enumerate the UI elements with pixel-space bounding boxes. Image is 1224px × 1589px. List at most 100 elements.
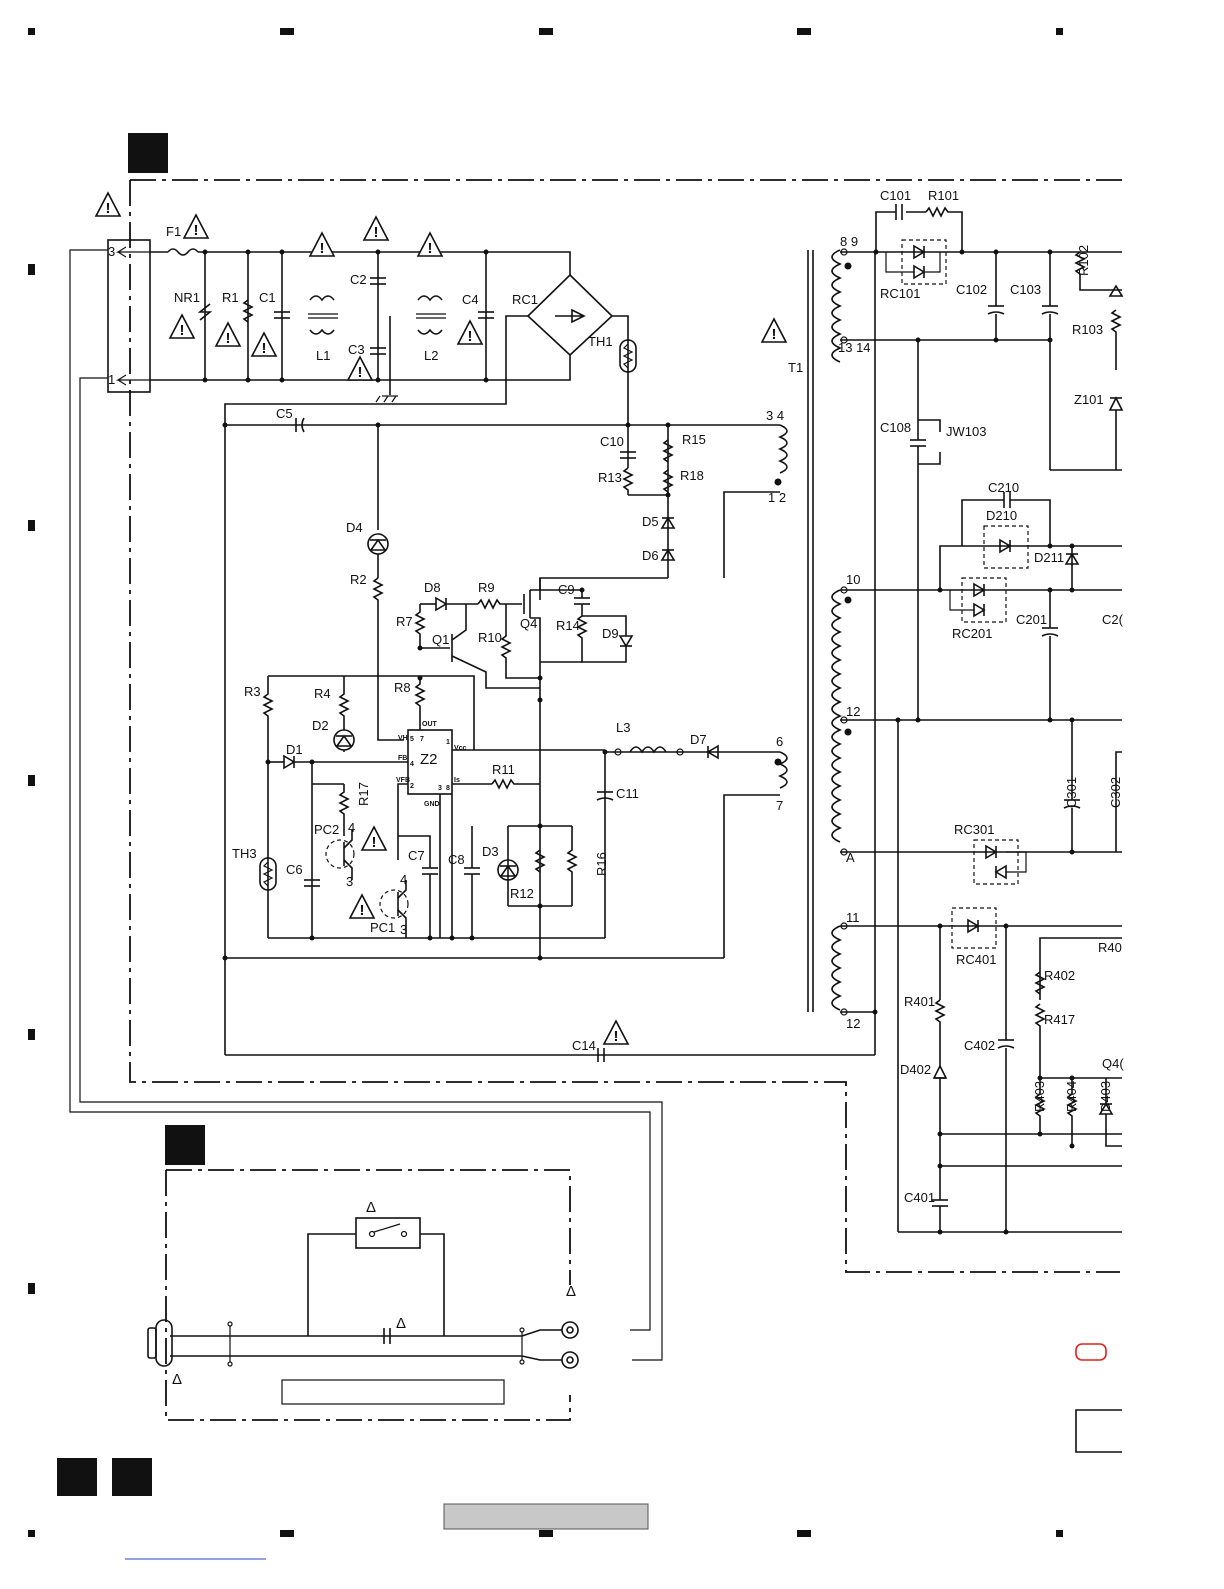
delta-switch: Δ <box>366 1199 376 1216</box>
output-jack-2 <box>561 1351 579 1369</box>
z2-pin-3: 3 <box>438 785 442 792</box>
conn-pin-1: 1 <box>108 372 115 387</box>
delta-jack: Δ <box>566 1283 576 1300</box>
rectifier-rc101 <box>885 239 947 285</box>
label-th1: TH1 <box>588 334 613 349</box>
label-c2: C2 <box>350 272 367 287</box>
zener-d4 <box>367 533 389 555</box>
section-block-b <box>165 1125 205 1165</box>
pc1-pin-4: 4 <box>400 872 407 887</box>
label-r102: R102 <box>1076 245 1091 276</box>
label-c7: C7 <box>408 848 425 863</box>
label-c9: C9 <box>558 582 575 597</box>
label-nr1: NR1 <box>174 290 200 305</box>
label-r13: R13 <box>598 470 622 485</box>
label-rc301: RC301 <box>954 822 994 837</box>
page-block-right <box>112 1458 152 1496</box>
footer-bar <box>443 1503 649 1530</box>
label-l3: L3 <box>616 720 630 735</box>
label-c401: C401 <box>904 1190 935 1205</box>
label-q4x: Q4( <box>1102 1056 1124 1071</box>
page-block-left <box>57 1458 97 1496</box>
label-d3: D3 <box>482 844 499 859</box>
label-r12: R12 <box>510 886 534 901</box>
z2-pin-fb: FB <box>398 755 407 762</box>
warning-triangle-icon <box>182 213 210 239</box>
section-block-a <box>128 133 168 173</box>
label-d403: D403 <box>1098 1081 1113 1112</box>
common-mode-choke-l2 <box>416 295 446 335</box>
label-l1: L1 <box>316 348 330 363</box>
z2-pin-vfb: VFB <box>396 777 410 784</box>
rectifier-rc301 <box>973 839 1027 885</box>
label-c11: C11 <box>616 786 639 801</box>
z2-pin-7: 7 <box>420 736 424 743</box>
rectifier-d210 <box>983 525 1029 569</box>
z2-pin-1: 1 <box>446 739 450 746</box>
label-c1: C1 <box>259 290 276 305</box>
rectifier-rc401 <box>951 907 997 949</box>
warning-triangle-icon <box>602 1019 630 1045</box>
warning-triangle-icon <box>760 317 788 343</box>
z2-pin-5: 5 <box>410 736 414 743</box>
label-r11: R11 <box>492 762 515 777</box>
output-jack-1 <box>561 1321 579 1339</box>
common-mode-choke-l1 <box>308 295 338 335</box>
label-r2: R2 <box>350 572 367 587</box>
label-q4: Q4 <box>520 616 537 631</box>
label-r15: R15 <box>682 432 706 447</box>
rectifier-rc201 <box>949 577 1007 623</box>
mains-wiring <box>150 248 876 1056</box>
warning-mark: ! <box>226 330 231 347</box>
warning-triangle-icon <box>456 319 484 345</box>
label-r18: R18 <box>680 468 704 483</box>
warning-mark: ! <box>614 1028 619 1045</box>
link-wiring <box>69 249 663 1361</box>
label-z2: Z2 <box>420 751 438 768</box>
red-marker <box>1075 1343 1107 1361</box>
label-d210: D210 <box>986 508 1017 523</box>
label-r103: R103 <box>1072 322 1103 337</box>
thermistor-th3 <box>259 857 277 891</box>
t1-pin-a: A <box>846 850 855 865</box>
bridge-rectifier-rc1 <box>526 273 614 357</box>
t1-pin-89: 8 9 <box>840 234 858 249</box>
label-r1: R1 <box>222 290 239 305</box>
filter-caps <box>197 277 494 355</box>
warning-mark: ! <box>194 222 199 239</box>
warning-mark: ! <box>180 322 185 339</box>
ic-z2 <box>407 729 453 795</box>
ac-inlet-section <box>147 1217 579 1405</box>
label-r9: R9 <box>478 580 495 595</box>
label-r402: R402 <box>1044 968 1075 983</box>
z2-pin-8: 8 <box>446 785 450 792</box>
t1-pin-10: 10 <box>846 572 860 587</box>
label-d5: D5 <box>642 514 659 529</box>
label-rc201: RC201 <box>952 626 992 641</box>
ac-plug <box>155 1319 173 1367</box>
secondary-junctions <box>840 248 1075 1235</box>
label-c5: C5 <box>276 406 293 421</box>
optocoupler-pc1 <box>379 889 409 919</box>
z2-pin-vh: VH <box>398 735 408 742</box>
label-r8: R8 <box>394 680 411 695</box>
z2-pin-4: 4 <box>410 761 414 768</box>
label-r17: R17 <box>356 782 371 806</box>
z2-pin-2: 2 <box>410 783 414 790</box>
label-d8: D8 <box>424 580 441 595</box>
delta-plug: Δ <box>172 1371 182 1388</box>
pc1-pin-3: 3 <box>400 922 407 937</box>
z2-pin-is: Is <box>454 777 460 784</box>
grid-markers <box>28 28 1063 1537</box>
label-q1: Q1 <box>432 632 449 647</box>
warning-mark: ! <box>468 328 473 345</box>
warning-mark: ! <box>360 902 365 919</box>
label-box <box>281 1379 505 1405</box>
warning-triangle-icon <box>360 825 388 851</box>
input-connector <box>107 239 151 393</box>
warning-triangle-icon <box>348 893 376 919</box>
warning-triangle-icon <box>214 321 242 347</box>
label-c3: C3 <box>348 342 365 357</box>
label-f1: F1 <box>166 224 181 239</box>
label-r417: R417 <box>1044 1012 1075 1027</box>
